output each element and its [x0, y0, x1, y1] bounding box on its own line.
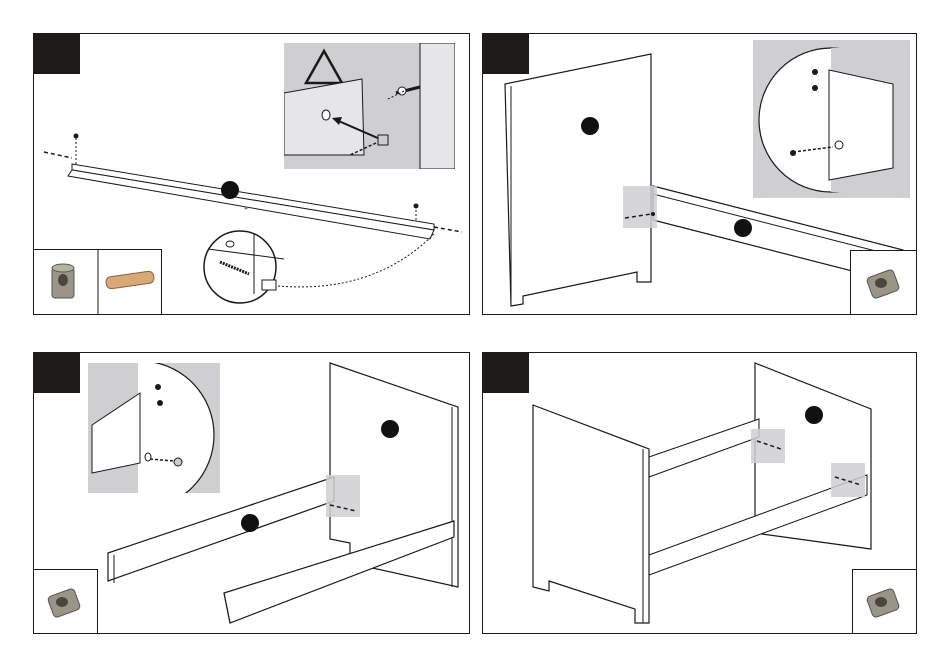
part-label-dot: [381, 420, 399, 438]
parts-drawing: [851, 251, 917, 315]
step-panel-1: [33, 33, 470, 315]
step-panel-4: [482, 352, 917, 634]
part-label-dot: [805, 406, 823, 424]
detail-drawing: [88, 363, 220, 493]
wooden-dowel-icon: [105, 271, 154, 290]
cam-insert-icon: [866, 588, 900, 618]
cam-insert-icon: [866, 269, 900, 299]
parts-drawing: [34, 250, 162, 315]
part-label-dot: [221, 181, 239, 199]
step-panel-3: [33, 352, 470, 634]
detail-inset: [88, 363, 220, 493]
detail-drawing: [753, 40, 910, 198]
part-label-dot: [581, 117, 599, 135]
parts-box: [34, 249, 162, 314]
cam-insert-icon: [47, 588, 81, 618]
detail-inset: [284, 43, 455, 169]
parts-drawing: [853, 570, 917, 634]
parts-box: [850, 250, 916, 314]
parts-box: [34, 569, 98, 633]
detail-inset: [753, 40, 910, 198]
part-label-dot: [734, 219, 752, 237]
magnifier-circle: [204, 231, 276, 303]
part-label-dot: [241, 514, 259, 532]
cam-insert-icon: [52, 264, 74, 298]
step-panel-2: [482, 33, 917, 315]
detail-drawing: [284, 43, 455, 169]
parts-box: [852, 569, 916, 633]
warning-triangle-icon: [306, 51, 342, 83]
parts-drawing: [34, 570, 98, 634]
